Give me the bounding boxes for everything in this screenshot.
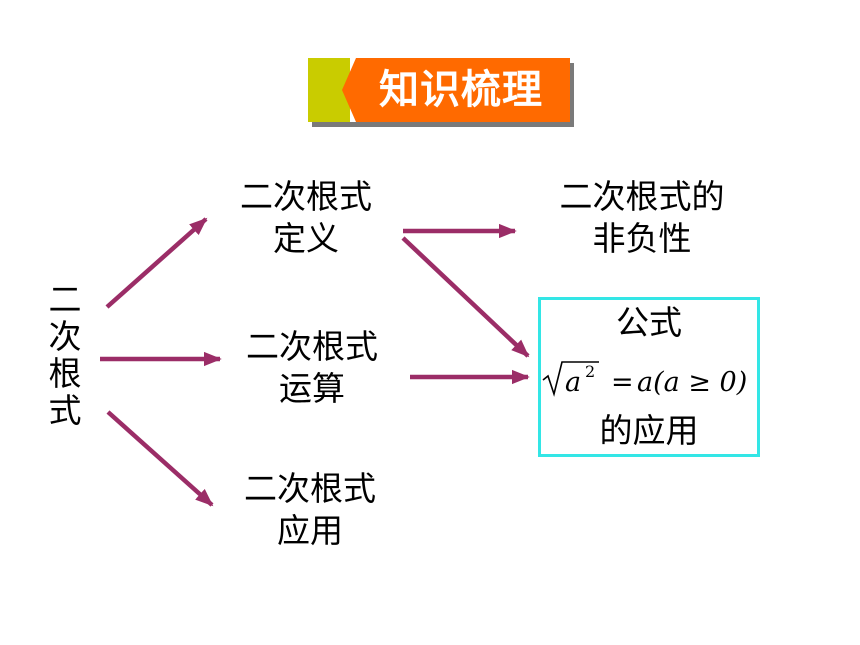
sqrt-sign-icon [542,361,599,397]
formula-base: a [565,367,581,398]
node-line: 二次根式 [246,327,378,366]
node-line: 非负性 [592,219,692,258]
node-line: 二次根式 [240,177,372,216]
node-line: 二次根式的 [559,177,725,216]
node-operation: 二次根式 运算 [232,326,392,410]
root-char: 二 [48,280,82,319]
formula-label-bottom: 的应用 [599,411,699,450]
node-line: 运算 [279,369,345,408]
root-char: 次 [48,317,82,356]
page-title: 知识梳理 [379,67,543,113]
arrow-root-to-application [106,410,214,507]
title-arrow-block [342,58,570,122]
formula-rhs: a(a ≥ 0) [637,367,747,398]
node-nonnegativity: 二次根式的 非负性 [542,176,742,260]
root-char: 式 [48,391,82,430]
node-line: 二次根式 [244,469,376,508]
title-banner: 知识梳理 [308,58,570,122]
node-line: 应用 [277,511,343,550]
node-application: 二次根式 应用 [230,468,390,552]
root-node: 二 次 根 式 [45,281,85,429]
formula-expression: a 2 = a(a ≥ 0) [542,361,747,398]
arrow-definition-to-formula [401,236,530,358]
root-char: 根 [48,354,82,393]
formula-equals: = [611,367,634,398]
node-definition: 二次根式 定义 [226,176,386,260]
node-line: 定义 [273,219,339,258]
formula-box: 公式 a 2 = a(a ≥ 0) 的应用 [538,297,760,457]
arrow-root-to-definition [105,217,208,309]
formula-exponent: 2 [585,362,595,381]
formula-label-top: 公式 [616,303,682,342]
